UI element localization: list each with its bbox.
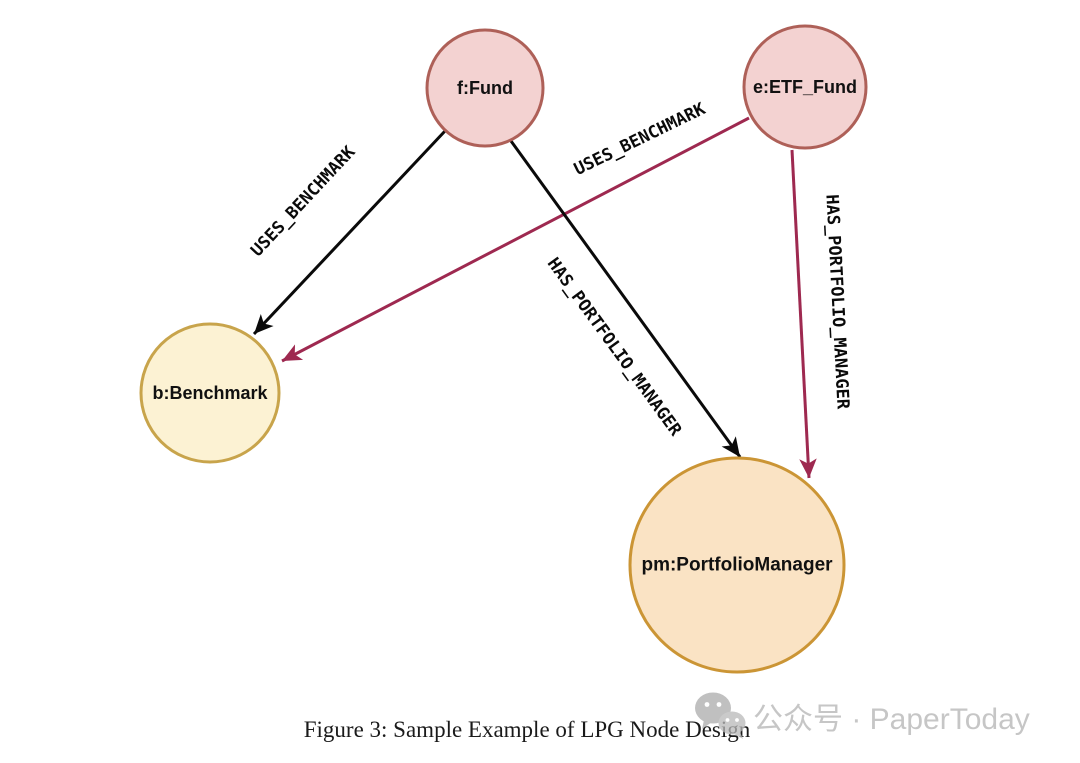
edge-label-uses-benchmark-left: USES_BENCHMARK [247,142,360,261]
node-portfolio-manager-label: pm:PortfolioManager [641,555,833,576]
figure-caption: Figure 3: Sample Example of LPG Node Des… [304,717,751,742]
edge-label-uses-benchmark-right: USES_BENCHMARK [571,99,709,180]
edge-etf-fund-uses-benchmark [281,116,750,363]
node-fund-circle [425,28,545,148]
edge-fund-uses-benchmark [252,129,447,336]
node-portfolio-manager-circle [628,456,846,674]
node-etf-fund: e:ETF_Fund [742,24,868,150]
wechat-icon [695,692,746,739]
node-fund: f:Fund [425,28,545,148]
watermark-text: 公众号 · PaperToday [753,703,1030,736]
node-portfolio-manager: pm:PortfolioManager [628,456,846,674]
node-etf-fund-circle [742,24,868,150]
watermark: 公众号 · PaperToday [695,692,1030,739]
edge-etf-fund-has-portfolio-manager [790,149,817,479]
edge-fund-has-portfolio-manager [509,140,742,458]
node-fund-label: f:Fund [457,78,513,98]
node-etf-fund-label: e:ETF_Fund [753,77,857,97]
node-benchmark-label: b:Benchmark [152,383,268,403]
node-benchmark-circle [139,322,281,464]
node-benchmark: b:Benchmark [139,322,281,464]
edge-label-has-portfolio-manager-right: HAS_PORTFOLIO_MANAGER [821,194,852,410]
